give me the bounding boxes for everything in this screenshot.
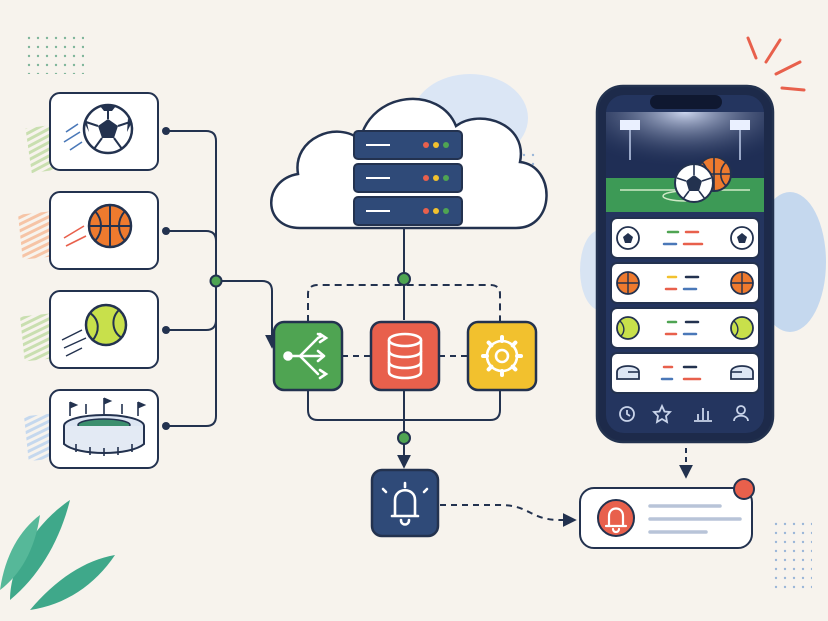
decor-leaves [0,500,115,610]
gear-icon [481,335,523,377]
decor-dots-bottomright [770,520,812,590]
score-row-soccer[interactable] [610,217,760,259]
processing-to-bell [307,390,501,469]
split-arrows-icon [283,332,329,380]
connector-dot [162,127,170,135]
source-card-soccer[interactable] [25,92,159,174]
user-icon[interactable] [733,405,749,422]
connector-dot [162,227,170,235]
notification-text-lines [648,504,742,534]
cloud-connectors [307,228,501,322]
soccer-ball-icon [616,226,640,250]
processing-distribute[interactable] [272,320,344,392]
database-icon [387,332,423,380]
bell-icon [604,507,628,534]
phone-hero-stadium [606,112,764,212]
processing-settings[interactable] [466,320,538,392]
soccer-ball-icon [730,226,754,250]
score-row-basketball[interactable] [610,262,760,304]
notification-hub[interactable] [370,468,440,538]
source-card-stadium[interactable] [24,389,159,469]
phone [595,84,775,444]
junction-node [397,431,411,445]
score-row-racing[interactable] [610,352,760,394]
soccer-ball-icon [82,103,134,155]
helmet-icon [730,365,754,380]
source-card-tennis[interactable] [20,290,159,369]
junction-node [209,274,223,288]
bar-chart-icon[interactable] [694,408,712,422]
basketball-icon [87,203,133,249]
processing-database[interactable] [369,320,441,392]
phone-tab-bar [619,403,749,424]
tennis-ball-icon [730,316,754,340]
helmet-icon [616,365,640,380]
decor-sparkle [746,36,806,92]
source-card-basketball[interactable] [18,191,159,270]
junction-node [397,272,411,286]
decor-dots-topleft [22,32,84,74]
phone-notch [650,95,722,109]
bell-to-card-link [440,504,577,527]
floodlight-icon [620,120,640,160]
basketball-icon [730,271,754,295]
stadium-icon [63,397,147,456]
clock-icon[interactable] [619,406,635,422]
connector-dot [162,326,170,334]
basketball-icon [616,271,640,295]
server-stack-icon [353,130,463,226]
bell-icon [381,481,429,526]
connector-dot [162,422,170,430]
score-row-tennis[interactable] [610,307,760,349]
source-connectors [166,130,279,427]
star-icon[interactable] [652,403,672,424]
tennis-ball-icon [616,316,640,340]
tennis-ball-icon [84,303,128,347]
floodlight-icon [730,120,750,160]
soccer-ball-icon [674,163,714,203]
notification-card[interactable] [579,478,755,549]
notification-badge [733,478,755,500]
